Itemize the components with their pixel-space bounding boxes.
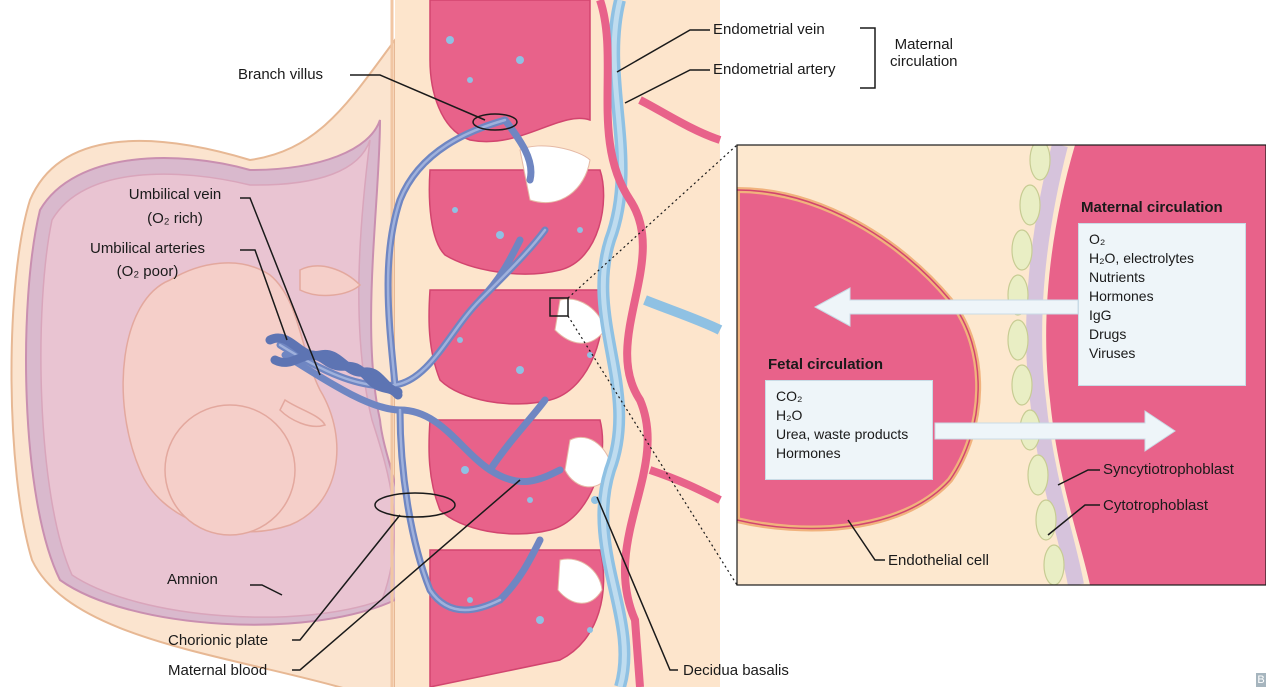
label-syncytiotrophoblast: Syncytiotrophoblast: [1103, 461, 1234, 478]
fetal-panel-list: CO₂ H₂O Urea, waste products Hormones: [765, 380, 933, 480]
maternal-item: O₂: [1089, 230, 1235, 249]
maternal-item: Nutrients: [1089, 268, 1235, 287]
fetal-item: Urea, waste products: [776, 425, 922, 444]
maternal-item: Drugs: [1089, 325, 1235, 344]
fetal-item: Hormones: [776, 444, 922, 463]
maternal-item: Viruses: [1089, 344, 1235, 363]
fetal-item: CO₂: [776, 387, 922, 406]
fetal-panel-title: Fetal circulation: [768, 356, 883, 373]
label-umbilical-arteries-note: (O₂ poor): [55, 263, 240, 280]
fetal-item: H₂O: [776, 406, 922, 425]
label-endometrial-artery: Endometrial artery: [713, 61, 836, 78]
label-decidua-basalis: Decidua basalis: [683, 662, 789, 679]
maternal-item: H₂O, electrolytes: [1089, 249, 1235, 268]
corner-mark: B: [1256, 673, 1266, 687]
maternal-item: Hormones: [1089, 287, 1235, 306]
label-cytotrophoblast: Cytotrophoblast: [1103, 497, 1208, 514]
label-branch-villus: Branch villus: [238, 66, 323, 83]
label-endothelial-cell: Endothelial cell: [888, 552, 989, 569]
label-umbilical-vein: Umbilical vein: [110, 186, 240, 203]
label-endometrial-vein: Endometrial vein: [713, 21, 825, 38]
maternal-item: IgG: [1089, 306, 1235, 325]
label-maternal-blood: Maternal blood: [168, 662, 267, 679]
maternal-panel-list: O₂ H₂O, electrolytes Nutrients Hormones …: [1078, 223, 1246, 386]
label-maternal-circulation-bracket: Maternal circulation: [890, 36, 958, 70]
label-umbilical-arteries: Umbilical arteries: [55, 240, 240, 257]
label-chorionic-plate: Chorionic plate: [168, 632, 268, 649]
maternal-panel-title: Maternal circulation: [1081, 199, 1223, 216]
label-umbilical-vein-note: (O₂ rich): [110, 210, 240, 227]
label-amnion: Amnion: [167, 571, 218, 588]
